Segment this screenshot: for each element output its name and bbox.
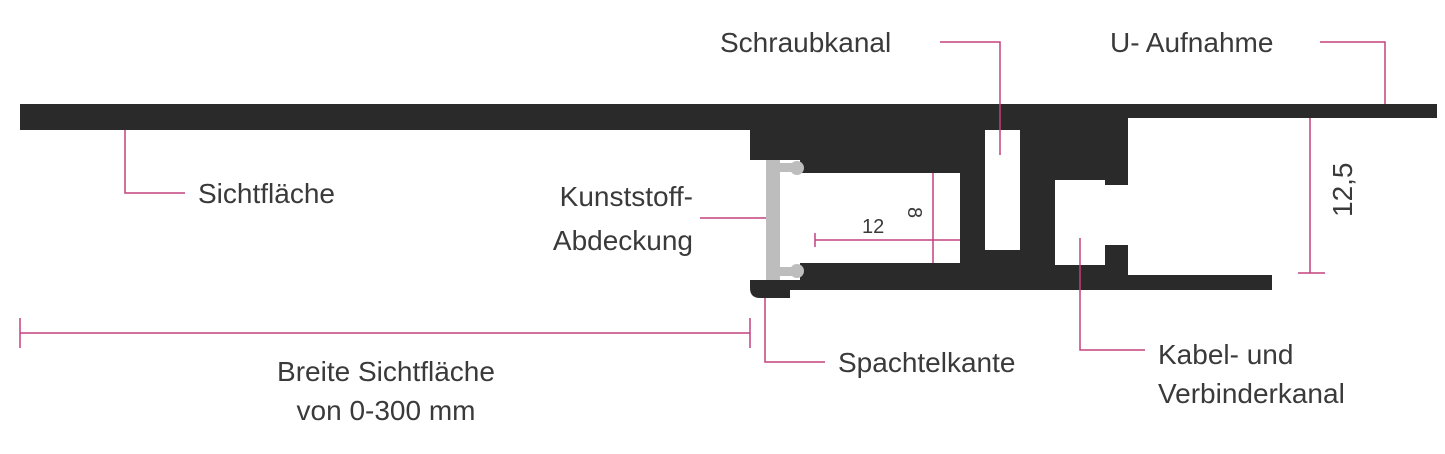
leader-kabel <box>1079 238 1145 351</box>
leader-spachtelkante <box>764 298 825 363</box>
label-u-aufnahme: U- Aufnahme <box>1110 27 1273 58</box>
label-spachtelkante: Spachtelkante <box>838 347 1015 378</box>
label-kunststoff-1: Kunststoff- <box>560 181 693 212</box>
label-kabel-2: Verbinderkanal <box>1158 378 1345 409</box>
label-sichtflaeche: Sichtfläche <box>198 178 335 209</box>
cover-arm-top <box>766 163 796 172</box>
dim-total-value: 12,5 <box>1327 163 1358 218</box>
dim-height-value: 8 <box>903 207 925 218</box>
leader-sichtflaeche <box>124 130 185 194</box>
leader-lines <box>19 41 1386 363</box>
leader-u-aufnahme <box>1320 41 1386 104</box>
cover-arm-bottom <box>766 267 796 276</box>
label-schraubkanal: Schraubkanal <box>720 27 891 58</box>
label-breite-1: Breite Sichtfläche <box>277 356 495 387</box>
label-kabel-1: Kabel- und <box>1158 339 1293 370</box>
label-breite-2: von 0-300 mm <box>297 395 476 426</box>
label-kunststoff-2: Abdeckung <box>553 225 693 256</box>
top-plate-right <box>1104 104 1437 118</box>
leader-schraubkanal <box>940 41 1001 155</box>
cover-strip <box>766 160 780 280</box>
top-plate-left <box>20 104 1104 130</box>
profile-body <box>750 104 1272 298</box>
dim-width-value: 12 <box>862 216 884 238</box>
